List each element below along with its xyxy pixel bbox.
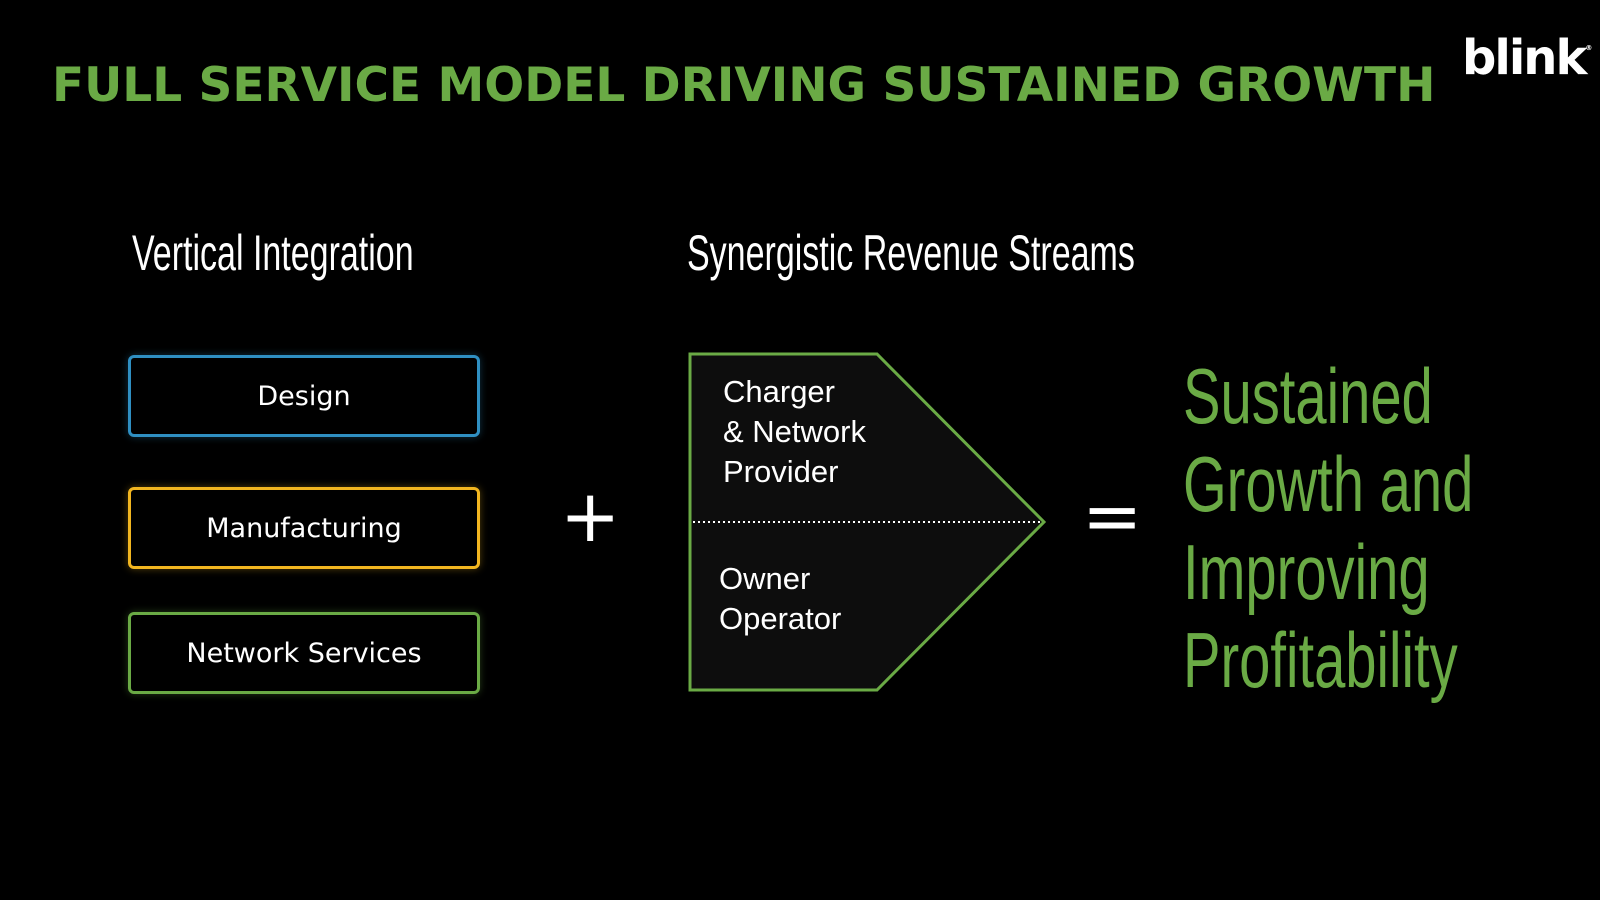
- network-services-label: Network Services: [186, 637, 422, 669]
- network-services-box: Network Services: [128, 612, 480, 694]
- manufacturing-label: Manufacturing: [206, 512, 402, 544]
- blink-logo: blink®: [1462, 30, 1592, 86]
- registered-mark: ®: [1585, 44, 1593, 52]
- vertical-integration-heading: Vertical Integration: [132, 225, 414, 281]
- revenue-streams-heading: Synergistic Revenue Streams: [687, 225, 1135, 281]
- arrow-shape: [688, 352, 1047, 692]
- page-title: FULL SERVICE MODEL DRIVING SUSTAINED GRO…: [52, 58, 1436, 113]
- owner-operator-text: Owner Operator: [719, 561, 842, 636]
- result-line: Growth and: [1183, 440, 1474, 528]
- result-line: Sustained: [1183, 352, 1433, 440]
- result-line: Profitability: [1183, 616, 1458, 704]
- logo-text: blink: [1462, 30, 1587, 86]
- equals-operator: =: [1082, 474, 1143, 558]
- result-line: Improving: [1183, 528, 1430, 616]
- charger-network-provider-text: Charger & Network Provider: [723, 374, 866, 489]
- design-box: Design: [128, 355, 480, 437]
- manufacturing-box: Manufacturing: [128, 487, 480, 569]
- plus-operator: +: [560, 474, 621, 558]
- sustained-growth-text: Sustained Growth and Improving Profitabi…: [1183, 352, 1473, 704]
- design-label: Design: [257, 380, 351, 412]
